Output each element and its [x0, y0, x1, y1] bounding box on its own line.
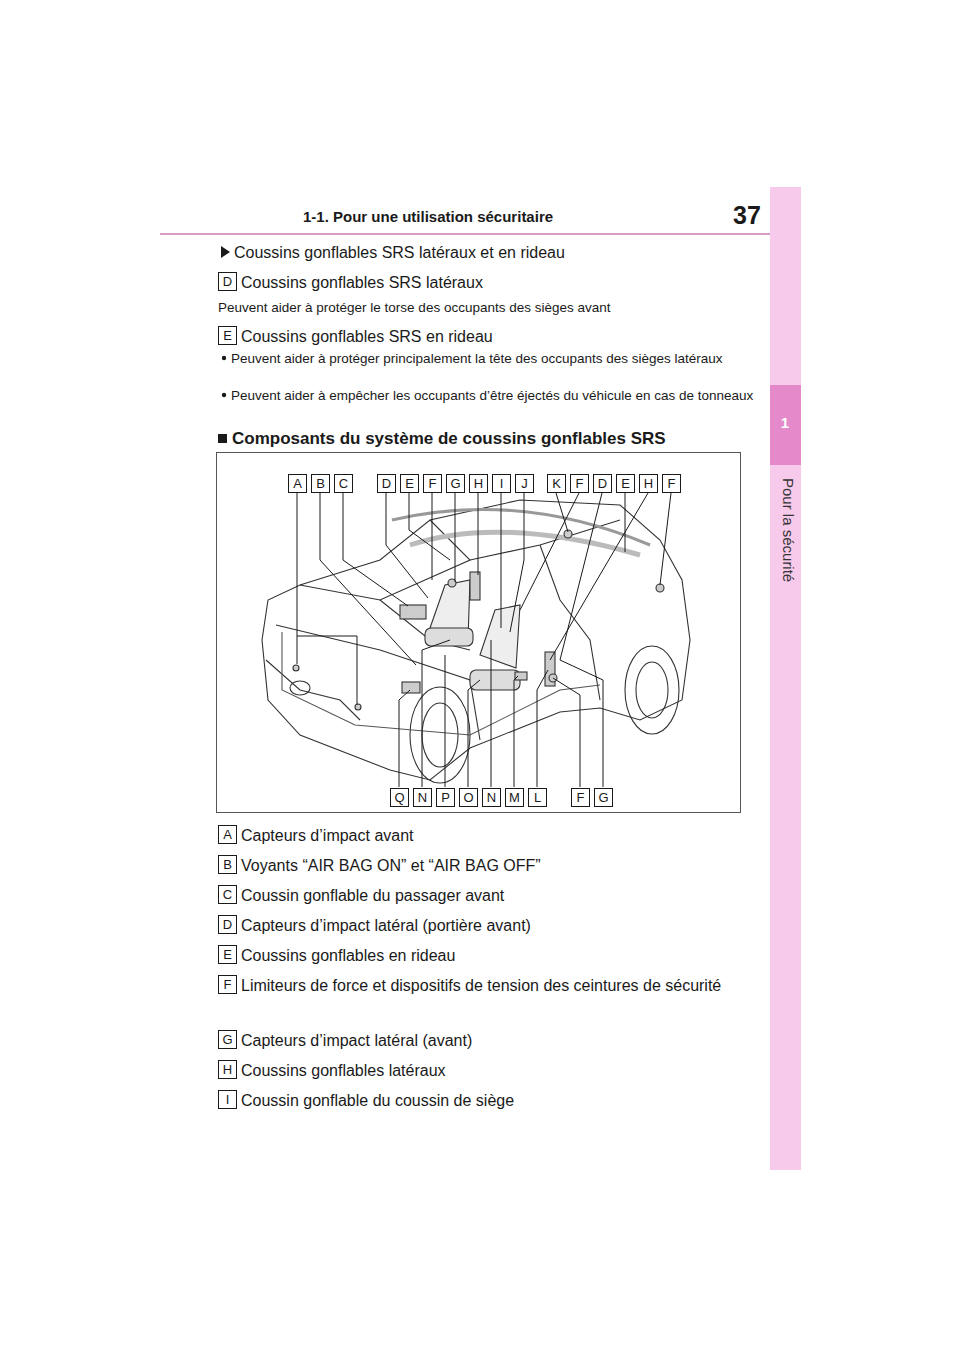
callout-letter: G — [446, 474, 465, 493]
callout-letter: D — [593, 474, 612, 493]
callout-letter: G — [218, 1030, 237, 1049]
callout-letter: I — [492, 474, 511, 493]
callout-letter: B — [218, 855, 237, 874]
legend-text: Coussins gonflables latéraux — [241, 1061, 746, 1080]
callout-letter: E — [218, 326, 237, 345]
legend-text: Capteurs d’impact latéral (avant) — [241, 1031, 746, 1050]
callout-letter: H — [218, 1060, 237, 1079]
callout-letter: H — [639, 474, 658, 493]
bullet-text: Peuvent aider à protéger principalement … — [231, 350, 759, 367]
legend-text: Coussins gonflables en rideau — [241, 946, 746, 965]
callout-letter: F — [570, 474, 589, 493]
callout-letter: A — [288, 474, 307, 493]
legend-text: Coussin gonflable du coussin de siège — [241, 1091, 746, 1110]
callout-letter: C — [334, 474, 353, 493]
bullet-text: Peuvent aider à empêcher les occupants d… — [231, 387, 759, 404]
subheading: Coussins gonflables SRS en rideau — [241, 327, 741, 346]
triangle-marker — [221, 246, 230, 258]
callout-letter: B — [311, 474, 330, 493]
callout-letter: M — [505, 788, 524, 807]
callout-letter: L — [528, 788, 547, 807]
callout-letter: E — [218, 945, 237, 964]
callout-letter: P — [436, 788, 455, 807]
callout-letter: J — [515, 474, 534, 493]
callout-letter: D — [218, 915, 237, 934]
running-header: 1-1. Pour une utilisation sécuritaire — [303, 208, 553, 226]
callout-letter: E — [616, 474, 635, 493]
header-rule — [160, 233, 770, 235]
callout-letter: E — [400, 474, 419, 493]
subheading: Coussins gonflables SRS latéraux — [241, 273, 741, 292]
callout-letter: A — [218, 825, 237, 844]
callout-letter: I — [218, 1090, 237, 1109]
legend-text: Voyants “AIR BAG ON” et “AIR BAG OFF” — [241, 856, 746, 875]
tab-title: Pour la sécurité — [779, 478, 797, 582]
tab-marker — [770, 385, 801, 465]
callout-letter: D — [218, 272, 237, 291]
tab-number: 1 — [770, 414, 800, 432]
callout-letter: F — [571, 788, 590, 807]
side-tab — [770, 187, 801, 1170]
bullet — [222, 356, 226, 360]
callout-letter: F — [423, 474, 442, 493]
section-heading: Composants du système de coussins gonfla… — [232, 429, 752, 449]
figure-frame — [217, 453, 741, 813]
callout-letter: F — [662, 474, 681, 493]
callout-letter: K — [547, 474, 566, 493]
legend-text: Limiteurs de force et dispositifs de ten… — [241, 976, 746, 995]
page-number: 37 — [733, 200, 761, 230]
callout-letter: D — [377, 474, 396, 493]
callout-letter: N — [482, 788, 501, 807]
car-illustration — [262, 500, 690, 783]
bullet — [222, 393, 226, 397]
callout-letter: H — [469, 474, 488, 493]
callout-letter: Q — [390, 788, 409, 807]
section-heading: Coussins gonflables SRS latéraux et en r… — [234, 243, 754, 262]
callout-letter: N — [413, 788, 432, 807]
legend-text: Capteurs d’impact latéral (portière avan… — [241, 916, 746, 935]
callout-letter: O — [459, 788, 478, 807]
callout-letter: C — [218, 885, 237, 904]
leader-lines — [297, 493, 671, 787]
callout-letter: F — [218, 975, 237, 994]
legend-text: Capteurs d’impact avant — [241, 826, 746, 845]
callout-letter: G — [594, 788, 613, 807]
body-text: Peuvent aider à protéger le torse des oc… — [218, 299, 758, 316]
legend-text: Coussin gonflable du passager avant — [241, 886, 746, 905]
square-marker — [218, 434, 227, 443]
